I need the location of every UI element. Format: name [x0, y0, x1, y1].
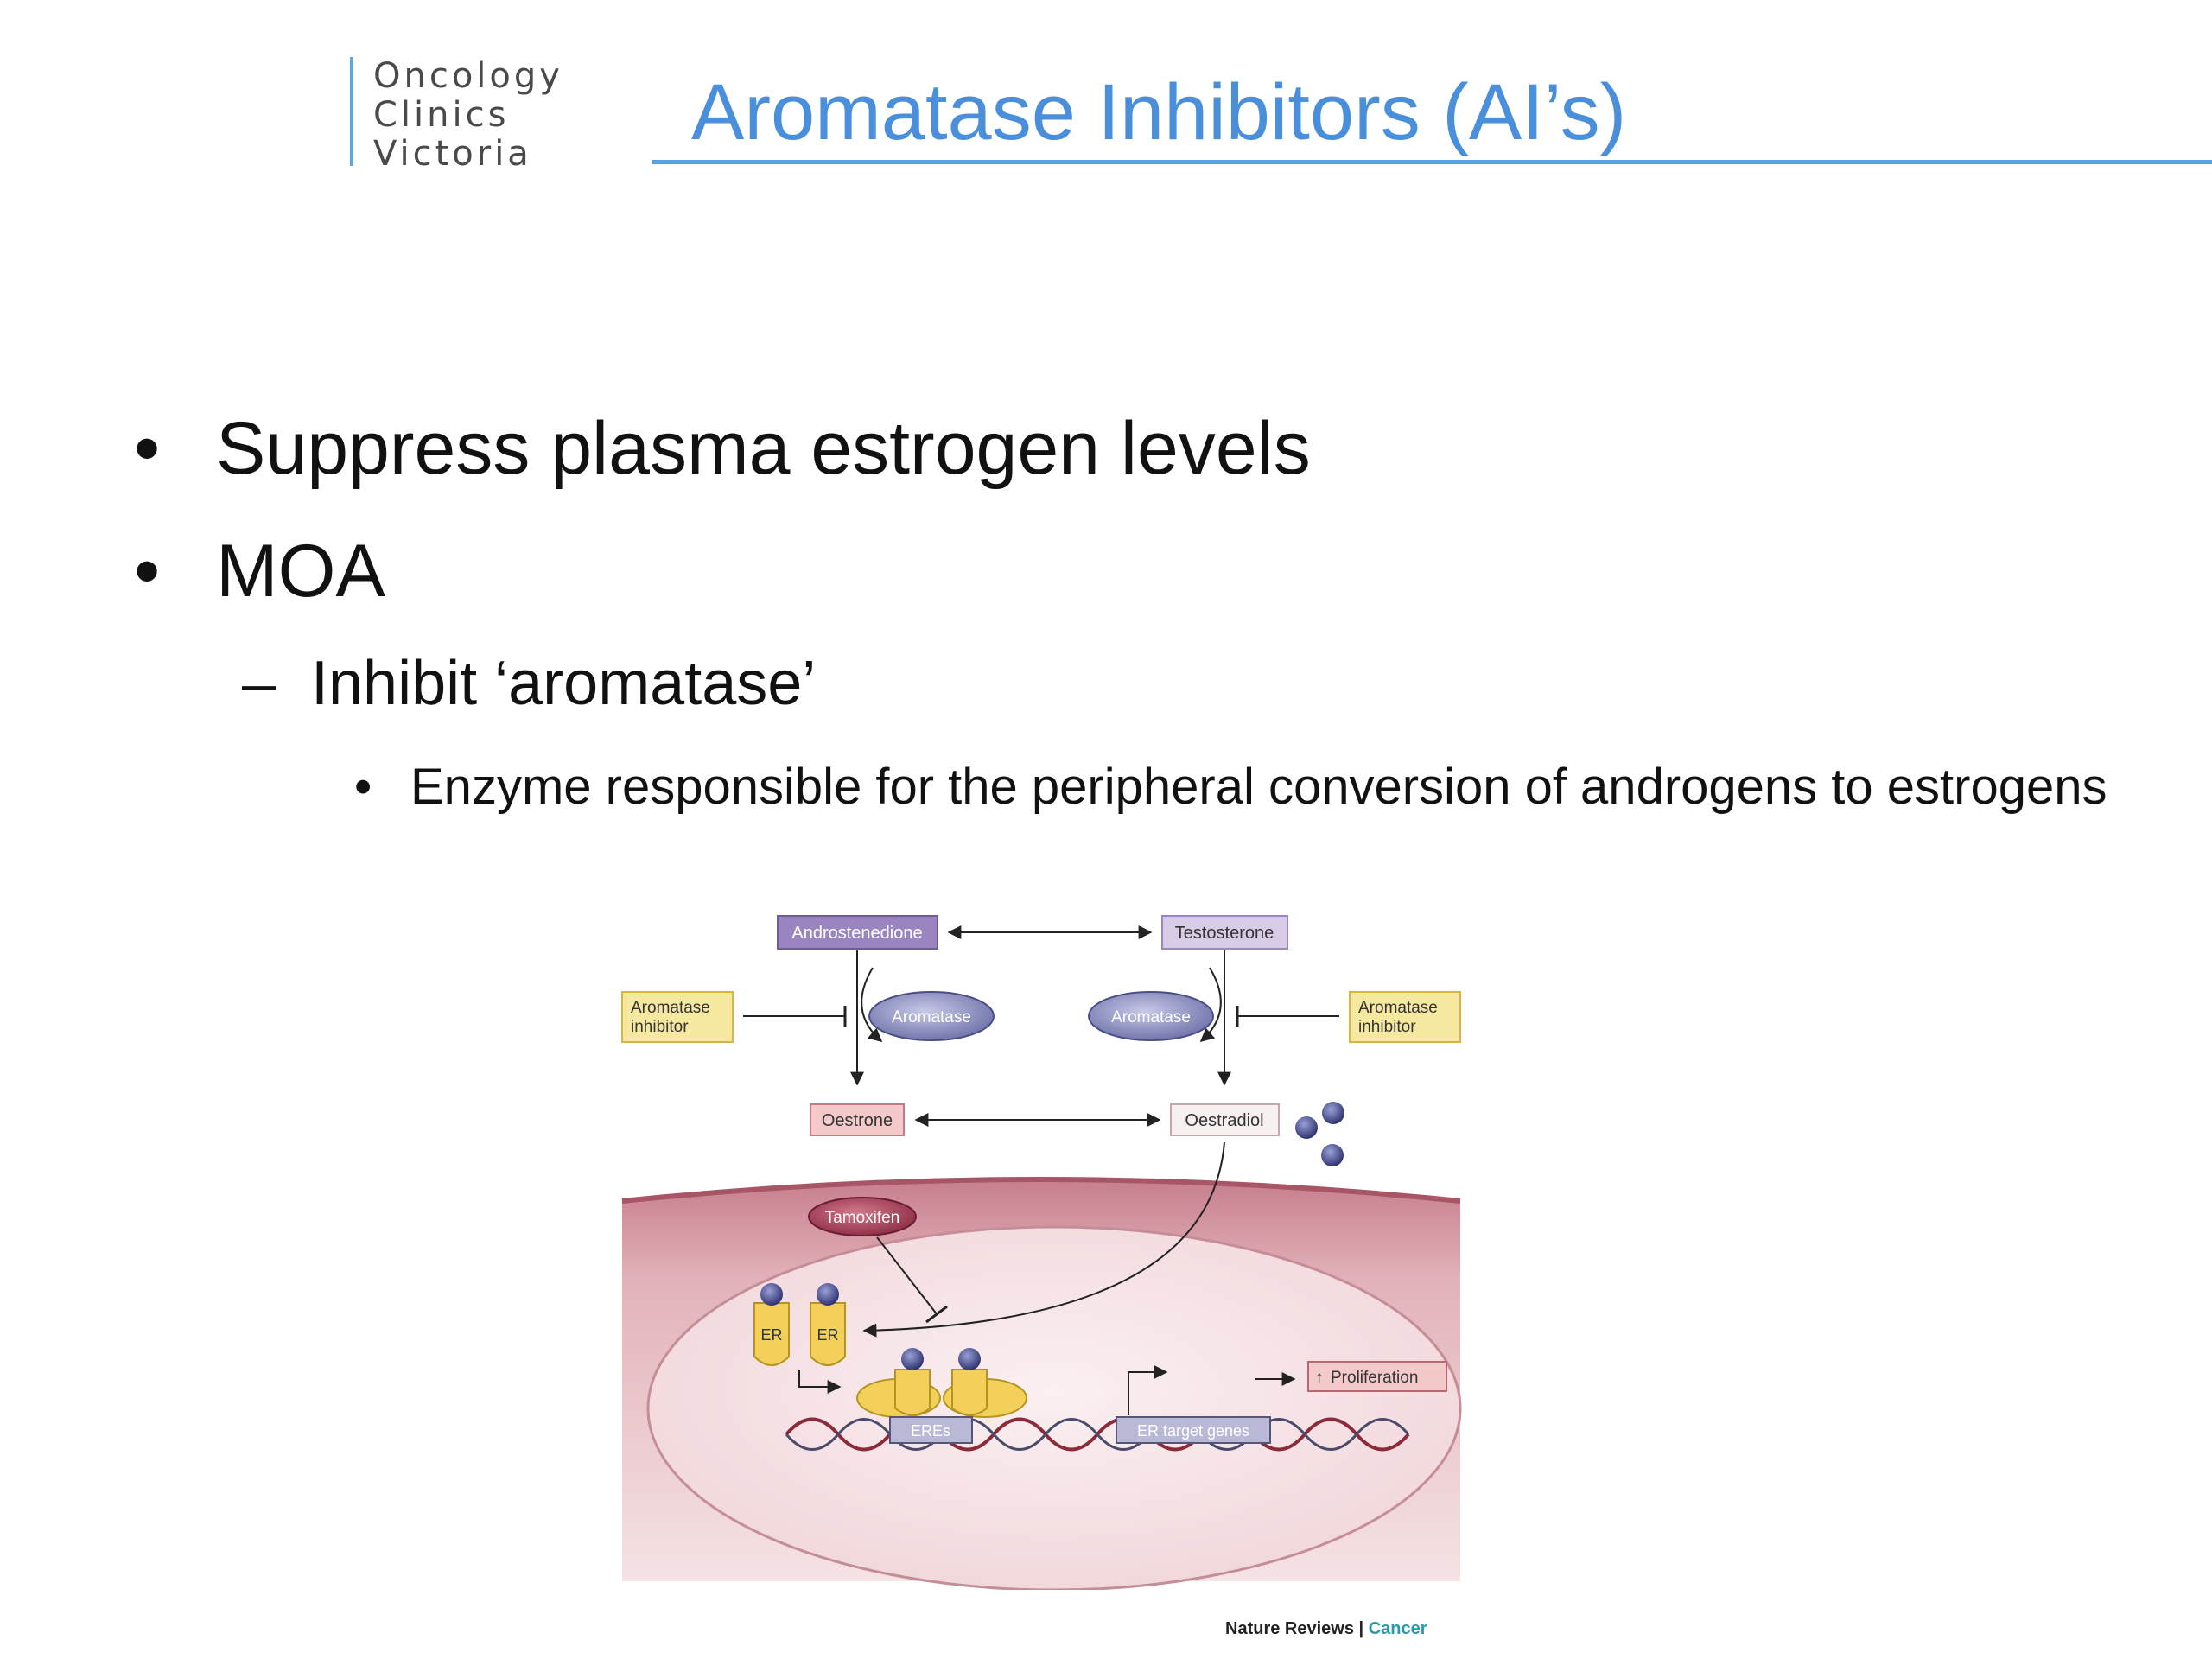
- bullet-marker: •: [354, 759, 372, 815]
- sub-bullet-item: –Inhibit ‘aromatase’: [242, 648, 816, 719]
- oestradiol-box: [1170, 1103, 1280, 1136]
- tamoxifen-label: Tamoxifen: [825, 1209, 900, 1227]
- figure-credit: Nature Reviews | Cancer: [1225, 1619, 1427, 1639]
- oestradiol-molecule: [1322, 1102, 1344, 1124]
- aromatase-enzyme-left: [868, 991, 995, 1041]
- er-label-2: ER: [817, 1326, 838, 1344]
- oestradiol-molecule: [1295, 1116, 1318, 1139]
- credit-section: Cancer: [1368, 1619, 1427, 1638]
- estrogen-receptor: [810, 1302, 846, 1366]
- aromatase-inhibitor-box-left: [621, 991, 734, 1043]
- sub-sub-bullet-item: • Enzyme responsible for the peripheral c…: [354, 750, 2121, 824]
- oestradiol-entry-arrow: [862, 1141, 1225, 1338]
- credit-journal: Nature Reviews: [1225, 1619, 1354, 1638]
- nucleus: [646, 1225, 1462, 1590]
- enzyme-curve-right: [1199, 967, 1222, 1043]
- credit-separator: |: [1353, 1619, 1369, 1638]
- bullet-item: • Suppress plasma estrogen levels: [134, 406, 1311, 492]
- receptor-ligand: [958, 1348, 981, 1370]
- estrogen-receptor: [753, 1302, 790, 1366]
- proliferation-box: [1307, 1361, 1447, 1392]
- oestradiol-molecule: [1321, 1144, 1344, 1166]
- eres-box: [889, 1416, 973, 1444]
- receptor-ligand: [760, 1283, 783, 1306]
- androstenedione-label: Androstenedione: [791, 924, 922, 943]
- aromatase-enzyme-right: [1088, 991, 1214, 1041]
- bullet-text: MOA: [216, 530, 385, 613]
- logo-line-3: Victoria: [373, 134, 532, 174]
- tamoxifen-inhibition-line: [876, 1236, 938, 1316]
- cell-membrane: [621, 1177, 1461, 1204]
- clinic-logo: Oncology Clinics Victoria: [350, 56, 563, 174]
- ai-right-line2: inhibitor: [1358, 1018, 1416, 1036]
- bullet-marker: •: [134, 407, 161, 490]
- oestrone-box: [810, 1103, 905, 1136]
- aromatase-right-label: Aromatase: [1111, 1008, 1191, 1027]
- testosterone-label: Testosterone: [1175, 924, 1274, 943]
- dash-marker: –: [242, 649, 277, 718]
- bullet-text: Suppress plasma estrogen levels: [216, 407, 1311, 490]
- aromatase-inhibitor-box-right: [1349, 991, 1461, 1043]
- logo-line-2: Clinics: [373, 95, 510, 135]
- proliferation-up-arrow: ↑: [1315, 1369, 1324, 1387]
- er-binding-arrow: [798, 1370, 842, 1394]
- tamoxifen-inhibition-bar: [925, 1305, 948, 1324]
- transcription-start-arrow: [1128, 1365, 1168, 1415]
- slide-title: Aromatase Inhibitors (AI’s): [691, 68, 1627, 156]
- tamoxifen-molecule: [808, 1197, 917, 1236]
- receptor-ligand: [901, 1348, 924, 1370]
- proliferation-label: Proliferation: [1331, 1369, 1418, 1387]
- ai-left-line2: inhibitor: [631, 1018, 689, 1036]
- er-target-genes-box: [1116, 1416, 1271, 1444]
- er-label-1: ER: [760, 1326, 782, 1344]
- enzyme-curve-left: [861, 967, 883, 1043]
- testosterone-box: [1161, 915, 1288, 950]
- bound-estrogen-receptor: [894, 1369, 931, 1416]
- aromatase-left-label: Aromatase: [892, 1008, 971, 1027]
- eres-label: EREs: [911, 1422, 950, 1440]
- aromatase-mechanism-diagram: Androstenedione Testosterone Aromatase A…: [621, 915, 1462, 1590]
- androstenedione-box: [777, 915, 938, 950]
- sub-bullet-text: Inhibit ‘aromatase’: [311, 649, 817, 718]
- logo-line-1: Oncology: [373, 56, 563, 96]
- oestradiol-label: Oestradiol: [1185, 1111, 1263, 1130]
- title-underline: [652, 160, 2212, 164]
- ai-right-line1: Aromatase: [1358, 999, 1438, 1017]
- bound-estrogen-receptor: [951, 1369, 988, 1416]
- oestrone-label: Oestrone: [822, 1111, 893, 1130]
- bullet-item: • MOA: [134, 529, 385, 614]
- bullet-marker: •: [134, 530, 161, 613]
- ai-left-line1: Aromatase: [631, 999, 710, 1017]
- er-target-genes-label: ER target genes: [1137, 1422, 1249, 1440]
- receptor-ligand: [817, 1283, 839, 1306]
- sub-sub-bullet-text: Enzyme responsible for the peripheral co…: [410, 759, 2107, 815]
